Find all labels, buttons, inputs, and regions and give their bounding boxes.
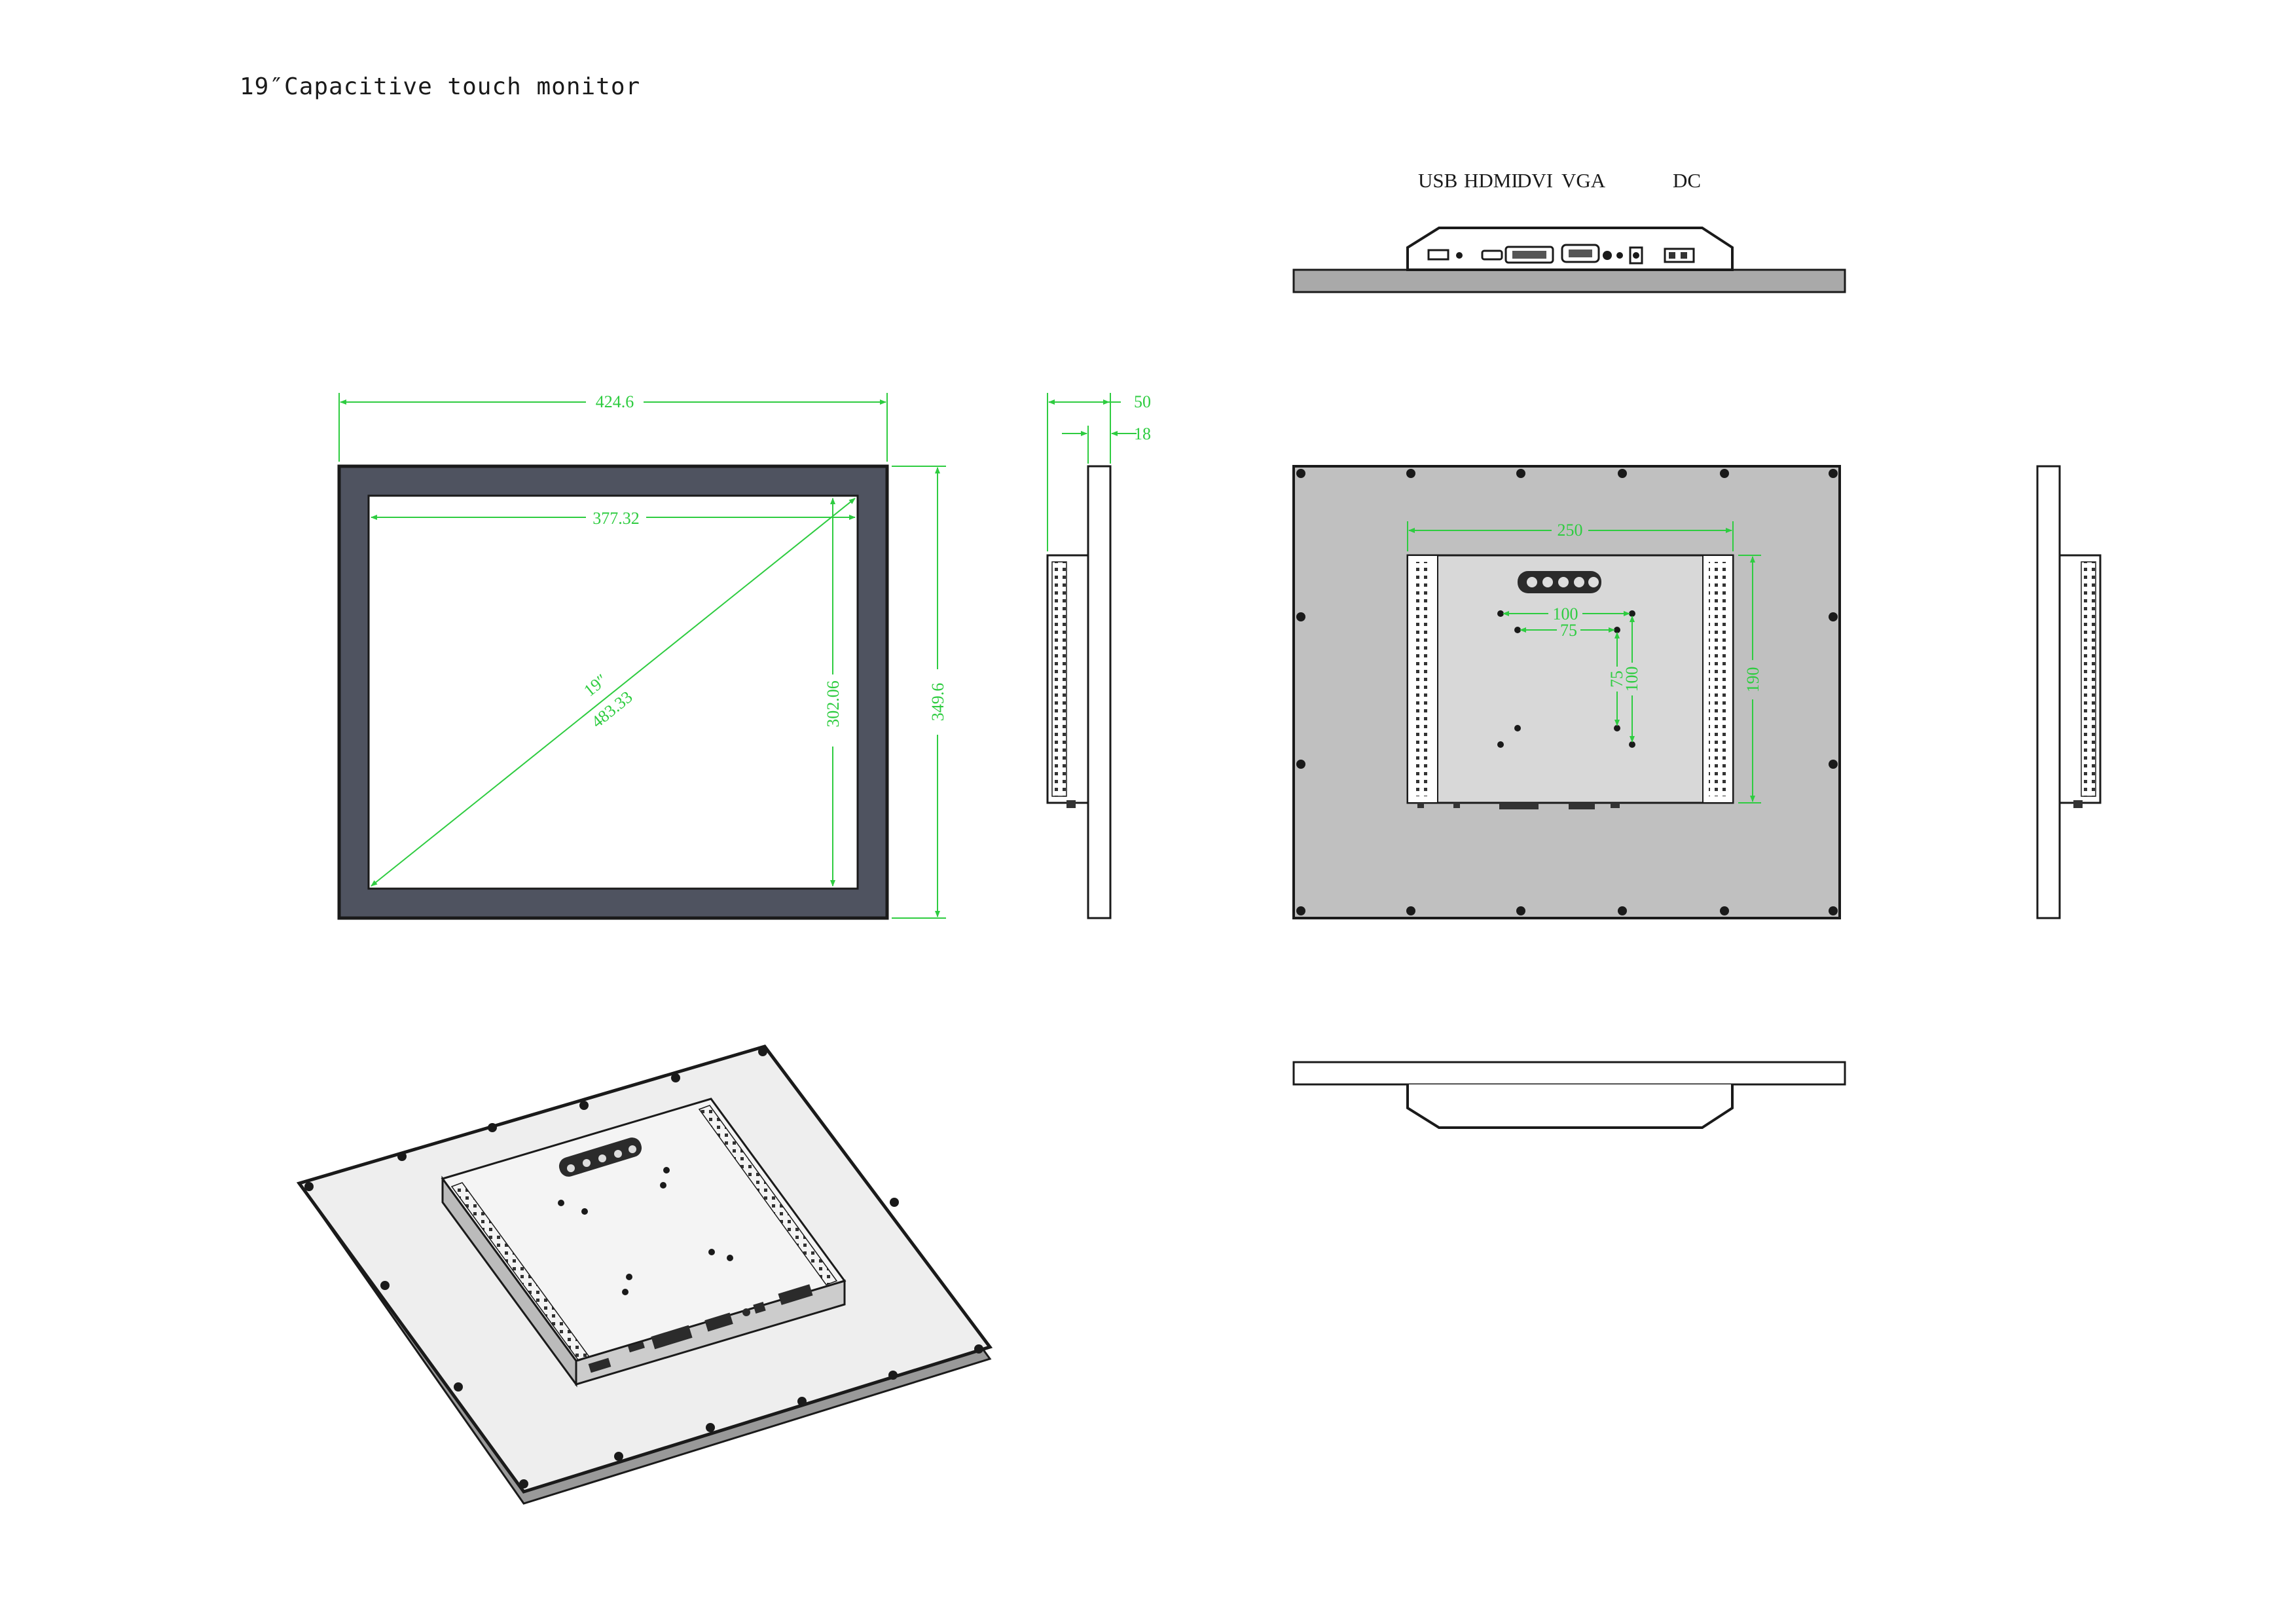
port-label-hdmi: HDMI [1464,169,1518,192]
port-label-vga: VGA [1561,169,1606,192]
active-width-label: 377.32 [592,509,640,528]
side-panel-right [2036,465,2061,919]
overall-width-label: 424.6 [596,392,634,411]
mount-span-width-label: 250 [1558,521,1583,540]
vesa-holes [1497,610,1635,748]
bottom-view-housing [1406,1084,1734,1129]
rear-housing [1406,554,1734,804]
port-label-dc: DC [1673,169,1702,192]
panel-depth-label: 18 [1134,424,1151,443]
bottom-view-panel [1292,1061,1846,1086]
iso-screw-holes [304,1047,983,1488]
diagonal-dimension-line [371,498,856,887]
side-panel [1087,465,1112,919]
port-label-dvi: DVI [1517,169,1554,192]
side-view-left: 50 18 [1046,392,1151,919]
drawing-title: 19″Capacitive touch monitor [240,73,641,100]
vesa-100-h-label: 100 [1553,604,1578,623]
mount-span-height-label: 190 [1743,667,1762,693]
front-view: 424.6 377.32 302.06 349.6 19″ 483.33 [337,390,948,920]
vesa-75-h-label: 75 [1560,621,1577,640]
rear-view: 250 190 100 75 75 100 [1292,465,1841,919]
active-height-label: 302.06 [824,680,843,728]
overall-height-label: 349.6 [928,683,947,722]
bottom-view [1292,1061,1846,1129]
port-label-usb: USB [1418,169,1458,192]
usb-port [1427,249,1449,261]
top-view-panel [1292,268,1846,293]
rear-screw-holes [1296,469,1838,915]
hdmi-port [1481,249,1503,261]
top-view [1292,227,1846,293]
isometric-view [296,1044,993,1505]
side-view-right [2036,465,2102,919]
total-depth-label: 50 [1134,392,1151,411]
vesa-75-v-label: 75 [1607,671,1626,688]
vesa-100-v-label: 100 [1622,667,1641,692]
